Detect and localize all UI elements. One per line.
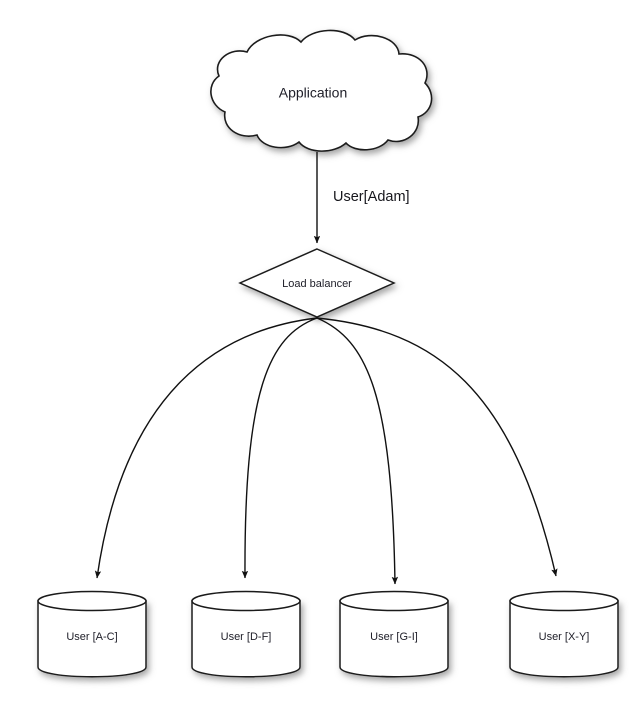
node-database-g-i[interactable]: User [G-I] bbox=[339, 590, 449, 678]
edge-lb-to-db-a-c bbox=[94, 317, 318, 579]
database-label-x-y: User [X-Y] bbox=[539, 631, 590, 643]
database-label-g-i: User [G-I] bbox=[370, 631, 418, 643]
edge-lb-to-db-x-y bbox=[316, 317, 558, 577]
node-database-d-f[interactable]: User [D-F] bbox=[191, 590, 301, 678]
node-database-a-c[interactable]: User [A-C] bbox=[37, 590, 147, 678]
database-label-a-c: User [A-C] bbox=[66, 631, 117, 643]
edge-lb-to-db-g-i bbox=[316, 317, 399, 585]
cylinder-top-g-i bbox=[339, 590, 449, 612]
edge-label-user-adam: User[Adam] bbox=[333, 189, 410, 205]
cloud-label: Application bbox=[279, 85, 348, 101]
node-database-x-y[interactable]: User [X-Y] bbox=[509, 590, 619, 678]
database-label-d-f: User [D-F] bbox=[221, 631, 272, 643]
node-application-cloud[interactable]: Application bbox=[210, 29, 433, 152]
load-balancer-label: Load balancer bbox=[282, 278, 352, 290]
edge-lb-to-db-d-f bbox=[241, 317, 318, 579]
node-load-balancer[interactable]: Load balancer bbox=[238, 248, 396, 318]
cylinder-top-a-c bbox=[37, 590, 147, 612]
cylinder-top-x-y bbox=[509, 590, 619, 612]
edge-application-to-load-balancer: User[Adam] bbox=[313, 152, 410, 244]
cylinder-top-d-f bbox=[191, 590, 301, 612]
